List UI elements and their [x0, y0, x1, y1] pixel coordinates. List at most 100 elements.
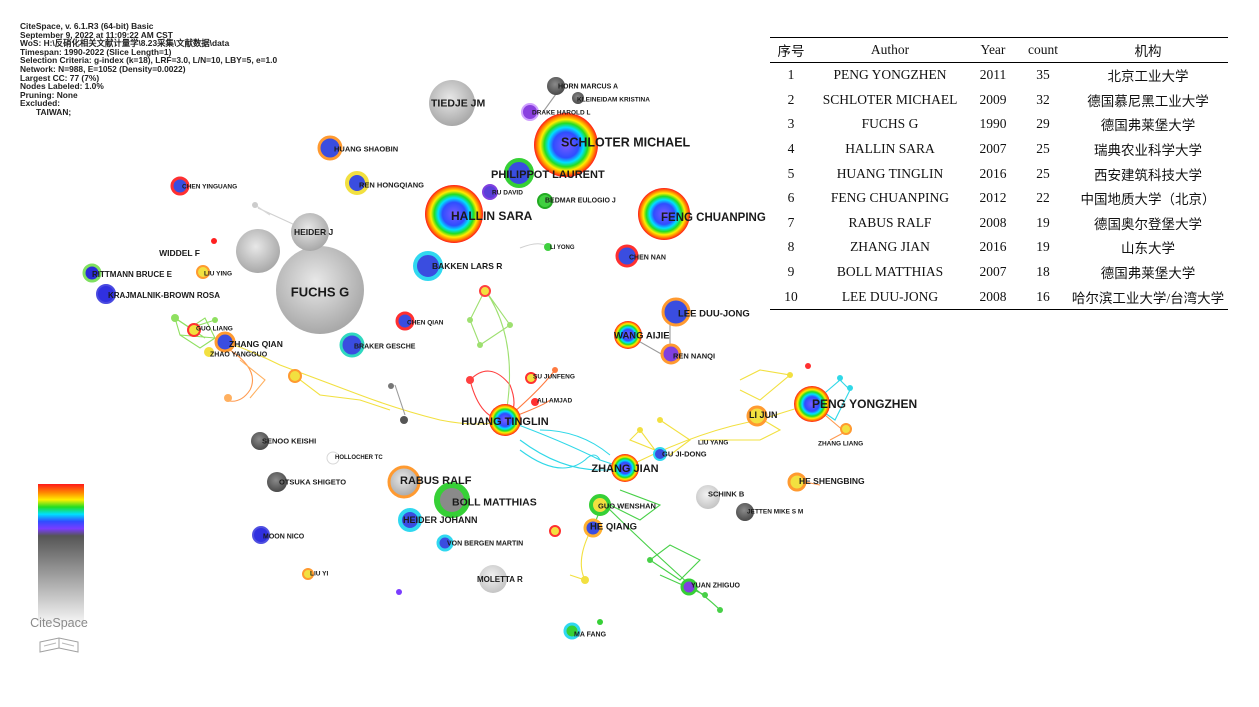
node-label: CHEN QIAN: [407, 319, 444, 326]
node-otsuka: [267, 472, 287, 492]
node-label: LIU YI: [310, 570, 328, 577]
node-label: BAKKEN LARS R: [432, 261, 502, 271]
table-header-row: 序号 Author Year count 机构: [770, 37, 1228, 63]
cell-index: 7: [787, 214, 795, 230]
cell-author: HALLIN SARA: [845, 141, 935, 157]
table-row: 4 HALLIN SARA 2007 25 瑞典农业科学大学: [770, 137, 1228, 162]
cell-institution: 北京工业大学: [1107, 69, 1189, 85]
node-label: SCHLOTER MICHAEL: [561, 135, 691, 149]
node-label: MA FANG: [574, 631, 607, 638]
info-line: Excluded:: [20, 98, 61, 109]
node-label: MOLETTA R: [477, 575, 523, 584]
node-hallin: [425, 185, 483, 243]
cell-institution: 西安建筑科技大学: [1094, 167, 1202, 183]
col-header-index: 序号: [777, 44, 805, 59]
node-label: LEE DUU-JONG: [678, 308, 750, 319]
info-line: TAIWAN;: [36, 106, 72, 117]
cell-year: 2012: [979, 190, 1007, 206]
node-label: LI JUN: [749, 410, 778, 420]
cell-count: 16: [1036, 288, 1050, 304]
cell-year: 2011: [979, 67, 1007, 83]
node-label: MOON NICO: [263, 533, 305, 540]
node-heider-j: [291, 213, 329, 251]
cell-institution: 瑞典农业科学大学: [1094, 143, 1202, 159]
node-label: PHILIPPOT LAURENT: [491, 169, 605, 181]
cell-index: 6: [787, 190, 795, 206]
citespace-info: CiteSpace, v. 6.1.R3 (64-bit) Basic Sept…: [20, 22, 277, 117]
node-label: WANG AIJIE: [614, 330, 670, 341]
node-label: OTSUKA SHIGETO: [279, 478, 346, 487]
cell-index: 10: [784, 288, 798, 304]
node-label: WIDDEL F: [159, 248, 200, 258]
network-nodes: [82, 77, 853, 640]
cell-author: SCHLOTER MICHAEL: [822, 91, 958, 107]
cell-institution: 中国地质大学（北京）: [1080, 192, 1216, 208]
node-fuchs-g: [276, 246, 364, 334]
cell-index: 2: [787, 91, 795, 107]
node-feng: [638, 188, 690, 240]
cell-year: 2016: [979, 239, 1007, 255]
node-label: HORN MARCUS A: [558, 83, 618, 90]
node-label: HEIDER J: [294, 227, 333, 237]
node-zhang-jian: [611, 454, 639, 482]
cell-institution: 德国弗莱堡大学: [1100, 266, 1196, 282]
cell-count: 18: [1036, 264, 1050, 280]
node-peng: [794, 386, 830, 422]
node-label: DRAKE HAROLD L: [532, 109, 591, 116]
cell-year: 2016: [979, 165, 1007, 181]
cell-count: 19: [1036, 239, 1050, 255]
node-label: CHEN YINGUANG: [182, 183, 237, 190]
cell-author: PENG YONGZHEN: [833, 67, 947, 83]
cell-institution: 德国奥尔登堡大学: [1094, 216, 1202, 232]
info-line: Nodes Labeled: 1.0%: [20, 81, 104, 92]
node-label: ZHANG JIAN: [591, 463, 658, 475]
node-label: LIU YING: [204, 270, 232, 277]
col-header-count: count: [1028, 42, 1058, 57]
node-label: ZHAO YANGGUO: [210, 351, 268, 358]
time-legend-bar: [38, 484, 84, 628]
node-label: FENG CHUANPING: [661, 212, 766, 224]
info-line: Timespan: 1990-2022 (Slice Length=1): [20, 46, 172, 57]
node-schink: [696, 485, 720, 509]
info-line: Pruning: None: [20, 89, 78, 100]
logo-text: CiteSpace: [30, 616, 88, 630]
cell-index: 1: [787, 67, 795, 83]
node-label: HE SHENGBING: [799, 476, 865, 486]
node-label: KRAJMALNIK-BROWN ROSA: [108, 291, 220, 300]
node-wang-aijie: [614, 321, 642, 349]
node-label: SU JUNFENG: [533, 373, 575, 380]
cell-year: 2008: [979, 288, 1007, 304]
node-label: KLEINEIDAM KRISTINA: [577, 96, 650, 103]
node-senoo: [251, 432, 269, 450]
node-moletta: [479, 565, 507, 593]
cell-year: 2007: [979, 141, 1007, 157]
node-label: RITTMANN BRUCE E: [92, 270, 173, 279]
info-line: Network: N=988, E=1052 (Density=0.0022): [20, 63, 186, 74]
node-label: HOLLOCHER TC: [335, 455, 383, 461]
node-label: RU DAVID: [492, 189, 523, 196]
cell-author: FUCHS G: [861, 116, 919, 132]
cell-count: 25: [1036, 141, 1050, 157]
cell-index: 5: [787, 165, 795, 181]
node-label: LIU YANG: [698, 439, 728, 446]
cell-institution: 山东大学: [1121, 241, 1175, 257]
node-label: FUCHS G: [291, 285, 350, 300]
node-schloter: [534, 113, 598, 177]
node-label: VON BERGEN MARTIN: [447, 540, 523, 547]
cell-index: 3: [787, 116, 795, 132]
cell-year: 2009: [979, 91, 1007, 107]
col-header-author: Author: [870, 42, 910, 57]
node-hollocher: [326, 451, 340, 465]
col-header-year: Year: [980, 42, 1006, 57]
node-label: HUANG SHAOBIN: [334, 145, 398, 154]
cell-index: 4: [787, 141, 795, 157]
node-label: BRAKER GESCHE: [354, 343, 416, 350]
